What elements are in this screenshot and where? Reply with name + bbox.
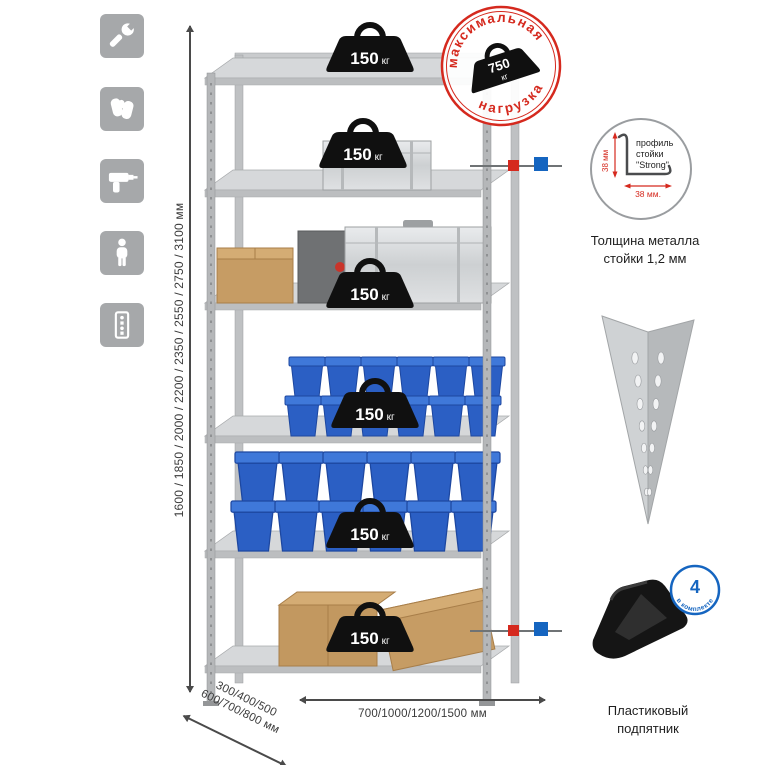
- profile-drawing: [617, 133, 672, 176]
- stamp-weight-icon: 750 кг: [460, 35, 540, 94]
- profile-dim-vertical-label: 38 мм: [601, 150, 610, 172]
- perforation-holes: [631, 351, 665, 497]
- feature-tile-gloves: [100, 87, 144, 131]
- gloves-icon: [110, 98, 134, 119]
- post-profile-icon: [114, 311, 130, 339]
- blue-marker-top: [534, 157, 548, 171]
- red-marker-top: [508, 160, 519, 171]
- feature-tile-person: [100, 231, 144, 275]
- foot-caption-line1: Пластиковый: [607, 703, 689, 718]
- small-bins-back-row: [288, 356, 506, 398]
- post-profile-callout: 38 мм 38 мм. профиль стойки "Strong": [590, 118, 692, 220]
- rack-post-front-left: [203, 72, 219, 706]
- foot-caption-line2: подпятник: [617, 721, 679, 737]
- quantity-badge-value: 4: [690, 577, 700, 597]
- rack-post-back-left: [234, 54, 244, 684]
- wrench-icon: [109, 21, 136, 47]
- profile-label-line1: профиль: [636, 138, 674, 148]
- height-dimension-label: 1600 / 1850 / 2000 / 2200 / 2350 / 2550 …: [172, 202, 186, 518]
- feature-tile-tools: [100, 14, 144, 58]
- height-dimension-line: [186, 25, 193, 693]
- profile-caption: Толщина металла стойки 1,2 мм: [570, 232, 720, 268]
- profile-caption-line2: стойки 1,2 мм: [603, 251, 687, 267]
- profile-dim-horizontal-label: 38 мм.: [635, 189, 661, 199]
- rack-post-back-right: [510, 54, 520, 684]
- feature-tile-post: [100, 303, 144, 347]
- profile-dim-vertical-arrow: [612, 132, 618, 178]
- profile-dim-horizontal-arrow: [624, 183, 672, 189]
- foot-caption: Пластиковый подпятник: [573, 702, 723, 738]
- svg-text:750 кг: 750 кг: [486, 54, 518, 85]
- profile-label-line3: "Strong": [636, 160, 669, 170]
- drill-icon: [108, 172, 138, 193]
- person-icon: [116, 238, 128, 267]
- quantity-badge: 4 в комплекте: [669, 564, 721, 616]
- corner-post-photo: [601, 315, 695, 525]
- plastic-foot-photo: [592, 579, 688, 659]
- blue-marker-bottom: [534, 622, 548, 636]
- feature-tile-drill: [100, 159, 144, 203]
- width-dimension-line: [299, 696, 546, 703]
- profile-caption-line1: Толщина металла: [590, 233, 700, 248]
- max-load-stamp: максимальная нагрузка 750 кг: [438, 3, 562, 127]
- cardboard-box-small: [216, 247, 294, 304]
- large-bins-back-row: [234, 451, 501, 503]
- red-marker-bottom: [508, 625, 519, 636]
- profile-label-line2: стойки: [636, 149, 664, 159]
- width-dimension-label: 700/1000/1200/1500 мм: [358, 708, 487, 720]
